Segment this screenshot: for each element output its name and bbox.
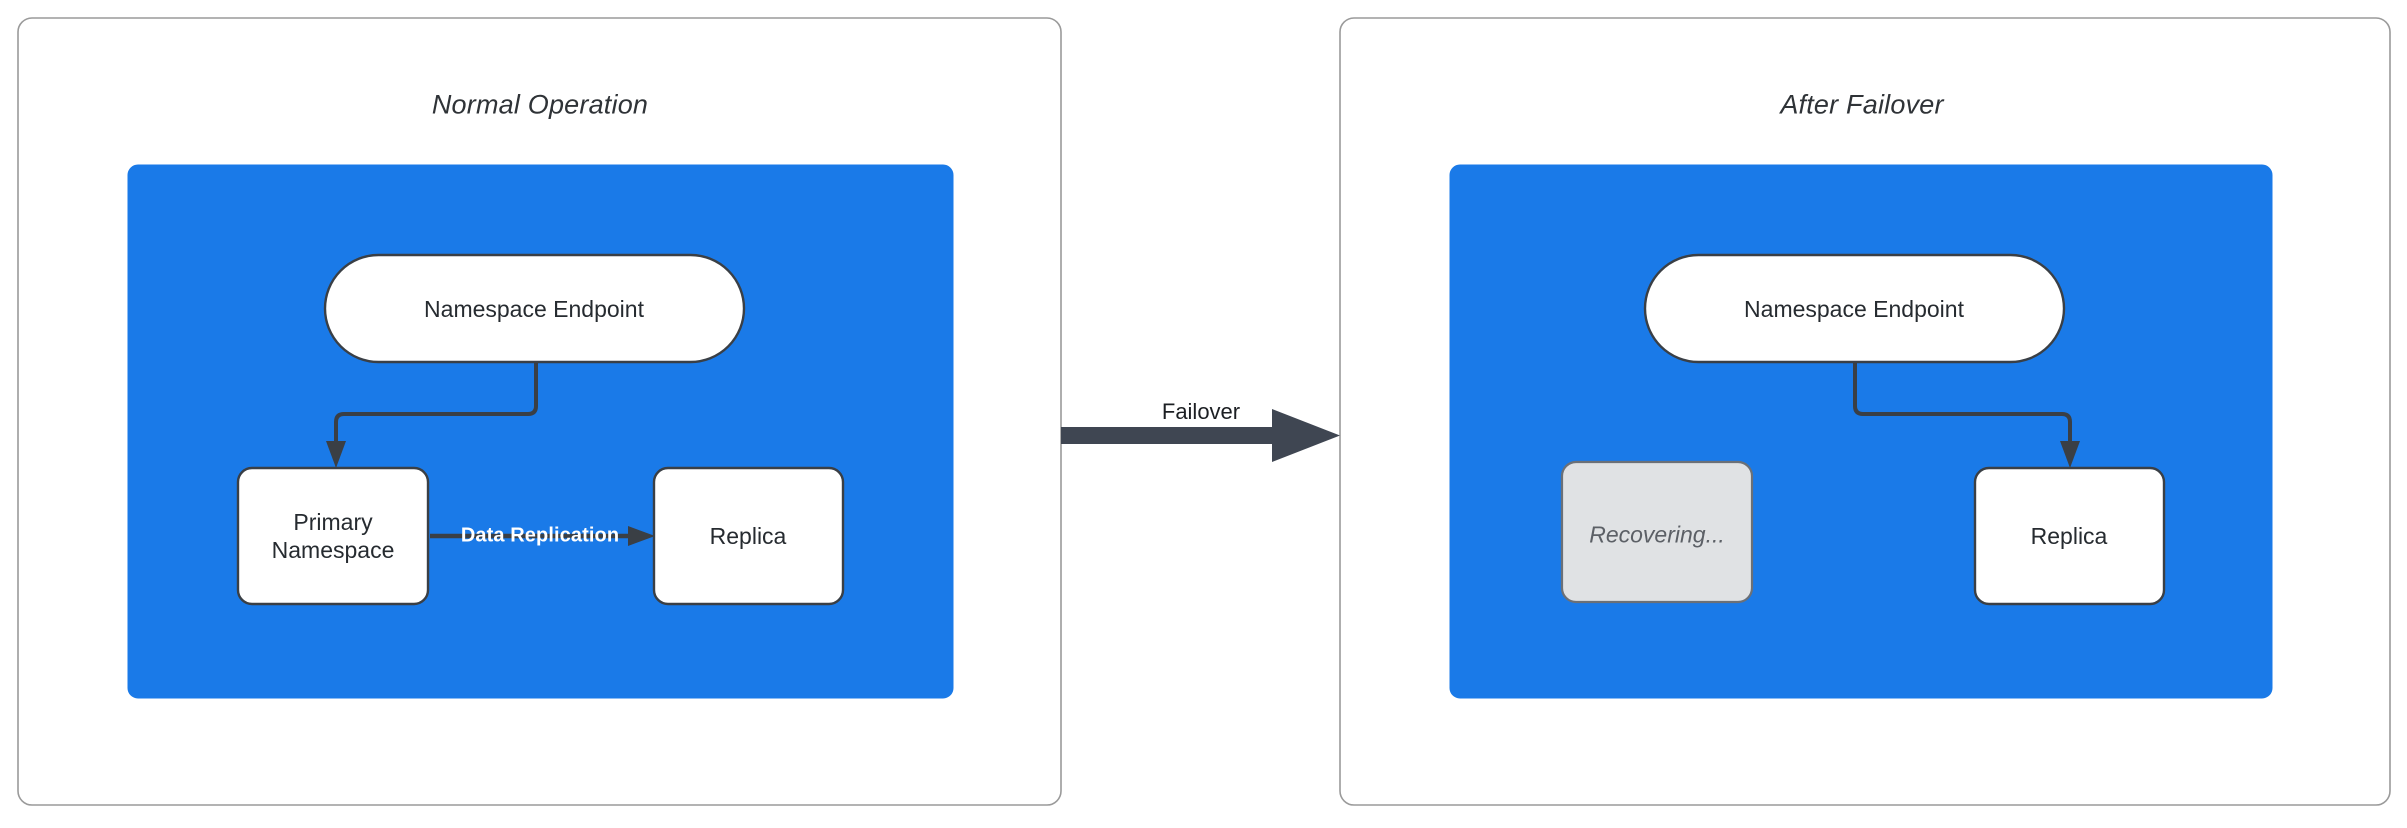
failover-transition-arrow (1061, 409, 1340, 462)
node-replica-right[interactable] (1973, 466, 2166, 606)
connector-endpoint-to-replica-arrowhead (2060, 441, 2080, 468)
region-failover-cluster (1449, 164, 2273, 699)
connector-endpoint-to-replica (1853, 362, 2072, 447)
node-endpoint-left[interactable] (323, 253, 746, 364)
node-recovering-right[interactable] (1560, 460, 1754, 604)
connector-primary-to-replica-arrowhead (628, 526, 655, 546)
node-endpoint-right[interactable] (1643, 253, 2066, 364)
connector-endpoint-to-primary-arrowhead (326, 441, 346, 468)
node-primary-namespace-left[interactable] (236, 466, 430, 606)
node-replica-left[interactable] (652, 466, 845, 606)
connector-endpoint-to-primary (334, 362, 538, 447)
region-primary-cluster (127, 164, 954, 699)
